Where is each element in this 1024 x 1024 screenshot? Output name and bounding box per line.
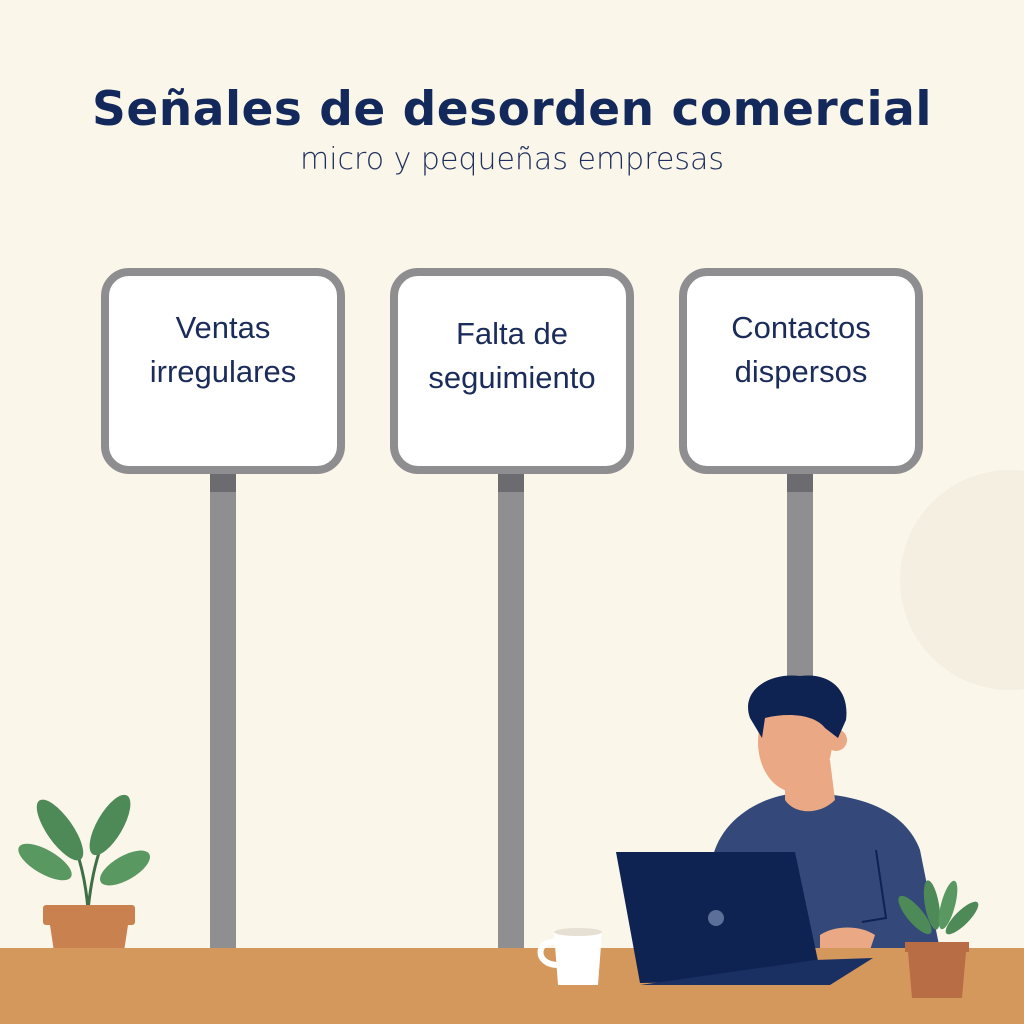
sign-text-3: Contactos dispersos [681,306,921,394]
page-title: Señales de desorden comercial [92,82,932,137]
sign-line: irregulares [149,354,297,389]
pole-2 [498,472,524,950]
background-circle [900,470,1024,690]
sign-board-3 [679,268,923,474]
sign-line: dispersos [734,354,868,389]
plant-right-icon [898,880,979,998]
sign-poles [210,472,813,950]
sign-text-2: Falta de seguimiento [392,312,632,400]
pole-1 [210,472,236,950]
sign-text-1: Ventas irregulares [103,306,343,394]
laptop-icon [616,852,873,985]
sign-boards [101,268,923,474]
sign-board-1 [101,268,345,474]
sign-line: Falta de [455,316,568,351]
sign-line: seguimiento [428,360,596,395]
sign-board-2 [390,268,634,474]
pole-3 [787,472,813,702]
coffee-mug-icon [537,928,602,985]
page-subtitle: micro y pequeñas empresas [300,142,724,177]
sign-line: Ventas [175,310,271,345]
sign-line: Contactos [731,310,871,345]
